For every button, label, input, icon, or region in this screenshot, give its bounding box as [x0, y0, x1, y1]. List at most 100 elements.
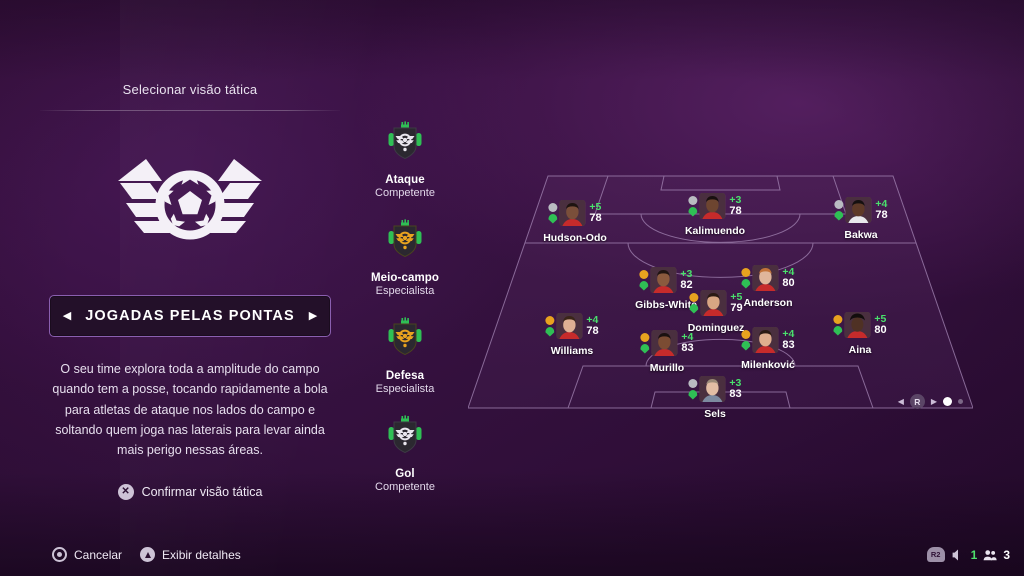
player-rating: 78: [589, 211, 602, 224]
position-pip-icon: [688, 195, 698, 205]
player-chemistry: +4: [586, 313, 599, 326]
rating-area-label: Gol: [395, 468, 415, 480]
player-stats: +5 78: [589, 200, 602, 224]
position-pip-icon: [640, 332, 650, 342]
player-stats: +4 80: [782, 266, 794, 289]
player-name: Dominguez: [687, 322, 745, 334]
player-avatar: [699, 193, 726, 219]
chemistry-shield-icon: [548, 213, 558, 224]
player-name: Anderson: [743, 297, 793, 309]
next-tactic-arrow[interactable]: ▶: [308, 309, 318, 322]
tactic-style-selector[interactable]: ◀ JOGADAS PELAS PONTAS ▶: [49, 295, 331, 337]
pager-dot-active[interactable]: [943, 397, 952, 406]
player-pips: [688, 195, 698, 217]
players-online-icon: [983, 548, 997, 562]
chemistry-shield-icon: [688, 206, 698, 217]
position-pip-icon: [548, 202, 558, 212]
player-pips: [640, 332, 650, 354]
pager-next-arrow[interactable]: ▶: [930, 397, 937, 406]
player-name: Sels: [704, 408, 726, 420]
chemistry-shield-icon: [688, 389, 698, 400]
player-pips: [741, 267, 751, 289]
show-details-button[interactable]: Exibir detalhes: [140, 547, 241, 562]
pager-prev-arrow[interactable]: ◀: [897, 397, 904, 406]
player-chemistry: +3: [680, 267, 693, 280]
tactic-name: JOGADAS PELAS PONTAS: [85, 308, 295, 324]
chemistry-shield-icon: [640, 343, 650, 354]
player-rating: 78: [875, 208, 888, 221]
player-name: Murillo: [649, 362, 685, 374]
player-chemistry: +4: [782, 327, 795, 340]
player-avatar: [650, 267, 677, 293]
attack-badge-icon: [388, 121, 422, 160]
position-pip-icon: [833, 314, 843, 324]
pager-dot[interactable]: [958, 399, 963, 404]
player-pips: [548, 202, 558, 224]
position-pip-icon: [834, 199, 844, 209]
player-pips: [689, 292, 699, 314]
cancel-label: Cancelar: [74, 547, 123, 562]
player-pips: [545, 315, 555, 337]
chemistry-shield-icon: [689, 303, 699, 314]
player-avatar: [559, 200, 586, 226]
r2-button-icon[interactable]: R2: [926, 547, 945, 562]
title-divider: [40, 110, 340, 111]
tactic-panel: Selecionar visão tática: [40, 82, 340, 501]
player-stats: +3 78: [729, 194, 741, 217]
player-rating: 83: [681, 341, 694, 354]
position-pip-icon: [689, 292, 699, 302]
player-rating: 80: [874, 323, 887, 336]
rating-item-attack: Ataque Competente: [352, 118, 458, 199]
volume-icon[interactable]: [951, 548, 965, 562]
chemistry-shield-icon: [639, 280, 649, 291]
rating-level-label: Especialista: [375, 285, 435, 297]
circle-button-icon: [52, 547, 67, 562]
rating-item-midfield: Meio-campo Especialista: [352, 216, 458, 297]
player-name: Milenković: [741, 359, 795, 371]
chemistry-shield-icon: [741, 340, 751, 351]
midfield-badge-icon: [388, 219, 422, 258]
player-rating: 78: [586, 324, 599, 337]
player-name: Hudson-Odo: [543, 232, 607, 244]
player-avatar: [699, 376, 726, 402]
rating-level-label: Especialista: [375, 383, 435, 395]
tactic-crest: [40, 147, 340, 259]
chemistry-shield-icon: [545, 326, 555, 337]
player-name: Gibbs-White: [635, 299, 697, 311]
chemistry-shield-icon: [741, 278, 751, 289]
prev-tactic-arrow[interactable]: ◀: [62, 309, 72, 322]
cancel-button[interactable]: Cancelar: [52, 547, 122, 562]
player-rating: 83: [782, 338, 795, 351]
player-stats: +3 82: [680, 267, 693, 291]
player-pips: [741, 329, 751, 351]
rating-item-goalkeeping: Gol Competente: [352, 412, 458, 493]
player-stats: +3 83: [729, 377, 741, 400]
pitch-pagination[interactable]: ◀ R ▶: [898, 394, 963, 409]
player-stats: +5 79: [730, 291, 742, 314]
rating-area-label: Defesa: [385, 370, 425, 382]
player-avatar: [651, 330, 678, 356]
footer-status: R2 1 3: [926, 547, 1010, 562]
player-stats: +4 78: [875, 197, 888, 221]
player-avatar: [845, 197, 872, 223]
confirm-tactic-button[interactable]: ✕ Confirmar visão tática: [40, 484, 340, 501]
rating-area-label: Meio-campo: [370, 272, 440, 284]
goalkeeping-badge-icon: [388, 415, 422, 454]
position-pip-icon: [741, 267, 751, 277]
winged-ball-icon: [118, 159, 262, 240]
player-avatar: [700, 290, 727, 316]
player-chemistry: +4: [875, 197, 888, 210]
player-pips: [639, 269, 649, 291]
footer-actions: Cancelar Exibir detalhes: [52, 547, 241, 562]
player-stats: +4 78: [586, 313, 599, 337]
player-name: Bakwa: [844, 229, 878, 241]
pager-r-button-icon[interactable]: R: [909, 394, 925, 409]
player-avatar: [556, 313, 583, 339]
player-name: Williams: [550, 345, 594, 357]
position-pip-icon: [688, 378, 698, 388]
rating-level-label: Competente: [375, 481, 435, 493]
chemistry-shield-icon: [833, 325, 843, 336]
formation-pitch[interactable]: +5 78 Hudson-Odo +3 78 Kalimuendo: [468, 168, 973, 420]
player-pips: [688, 378, 698, 400]
player-chemistry: +5: [589, 200, 602, 213]
